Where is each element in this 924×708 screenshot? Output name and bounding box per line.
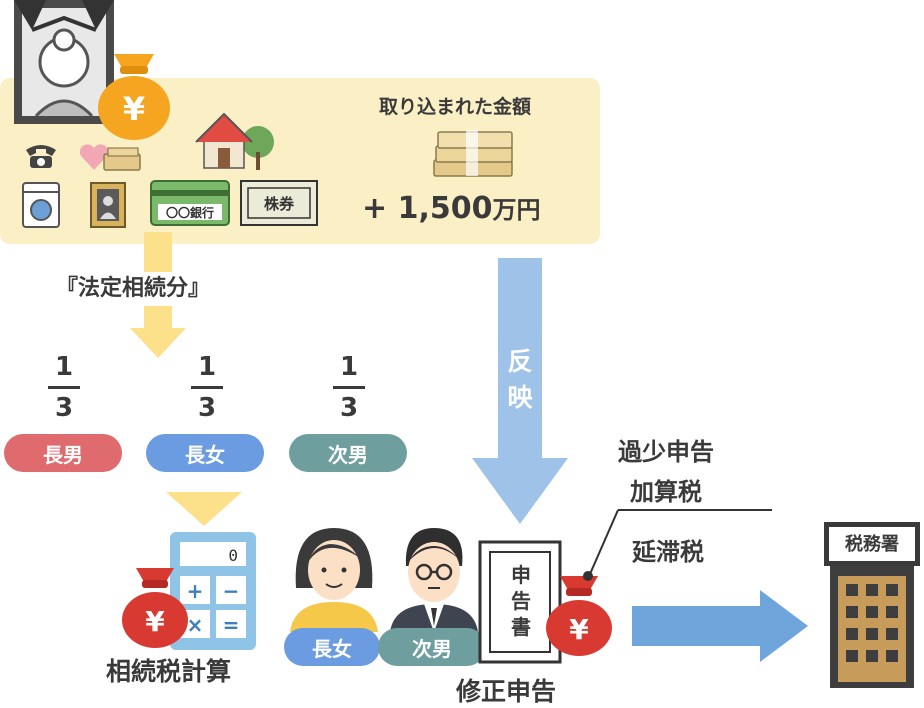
red-money-bag-icon: ¥ (122, 568, 188, 648)
tax-calc-label: 相続税計算 (106, 657, 232, 686)
yellow-arrow-shaft (144, 232, 172, 272)
amended-return-label: 修正申告 (456, 677, 557, 706)
svg-text:=: = (223, 613, 240, 637)
svg-text:〇〇銀行: 〇〇銀行 (166, 205, 214, 220)
svg-text:×: × (187, 613, 204, 637)
heir-pill-eldest-daughter: 長女 (146, 434, 264, 472)
bankbook-icon: 〇〇銀行 (150, 180, 230, 226)
heart-money-icon (79, 144, 141, 171)
heir-pill-eldest-son: 長男 (4, 434, 122, 472)
filer-pill-daughter: 長女 (284, 628, 380, 666)
declaration-document-icon (478, 540, 562, 664)
svg-text:+: + (187, 579, 204, 603)
blue-arrow-right (632, 590, 808, 662)
captured-amount-label: 取り込まれた金額 (379, 96, 532, 118)
blue-arrow-down (472, 258, 568, 524)
filer-pill-son: 次男 (378, 628, 486, 666)
additional-tax-label: 加算税 (630, 478, 702, 506)
son-person-icon (390, 528, 478, 632)
captured-amount: + 1,500万円 (362, 191, 541, 226)
svg-text:株券: 株券 (264, 195, 295, 213)
tax-office-label: 税務署 (845, 534, 899, 555)
svg-text:¥: ¥ (123, 90, 145, 128)
tax-office-building-icon (824, 522, 920, 688)
picture-frame-icon (90, 182, 126, 228)
svg-text:¥: ¥ (569, 613, 589, 646)
reflect-label: 反映 (507, 347, 533, 412)
red-money-bag-icon: ¥ (546, 576, 612, 656)
heir-pill-second-son: 次男 (289, 434, 407, 472)
penalty-callout-line (583, 509, 772, 581)
under-declaration-label: 過少申告 (618, 438, 714, 466)
yellow-arrow-down (130, 306, 186, 358)
house-icon (195, 112, 274, 170)
washing-machine-icon (22, 182, 60, 228)
legal-share-label: 『法定相続分』 (56, 276, 211, 301)
stock-certificate-icon: 株券 (240, 180, 318, 226)
deceased-portrait-icon (14, 0, 114, 124)
svg-text:−: − (223, 579, 240, 603)
delinquency-tax-label: 延滞税 (632, 538, 704, 566)
telephone-icon (26, 145, 56, 168)
daughter-person-icon (290, 528, 378, 632)
yellow-arrow-down (166, 492, 242, 526)
svg-text:¥: ¥ (145, 605, 165, 638)
calculator-icon: 0 + − × = (170, 532, 256, 650)
money-stack-icon (433, 130, 513, 177)
declaration-doc-label: 申告書 (511, 563, 531, 639)
svg-text:0: 0 (228, 546, 238, 565)
money-bag-icon: ¥ (98, 54, 170, 140)
